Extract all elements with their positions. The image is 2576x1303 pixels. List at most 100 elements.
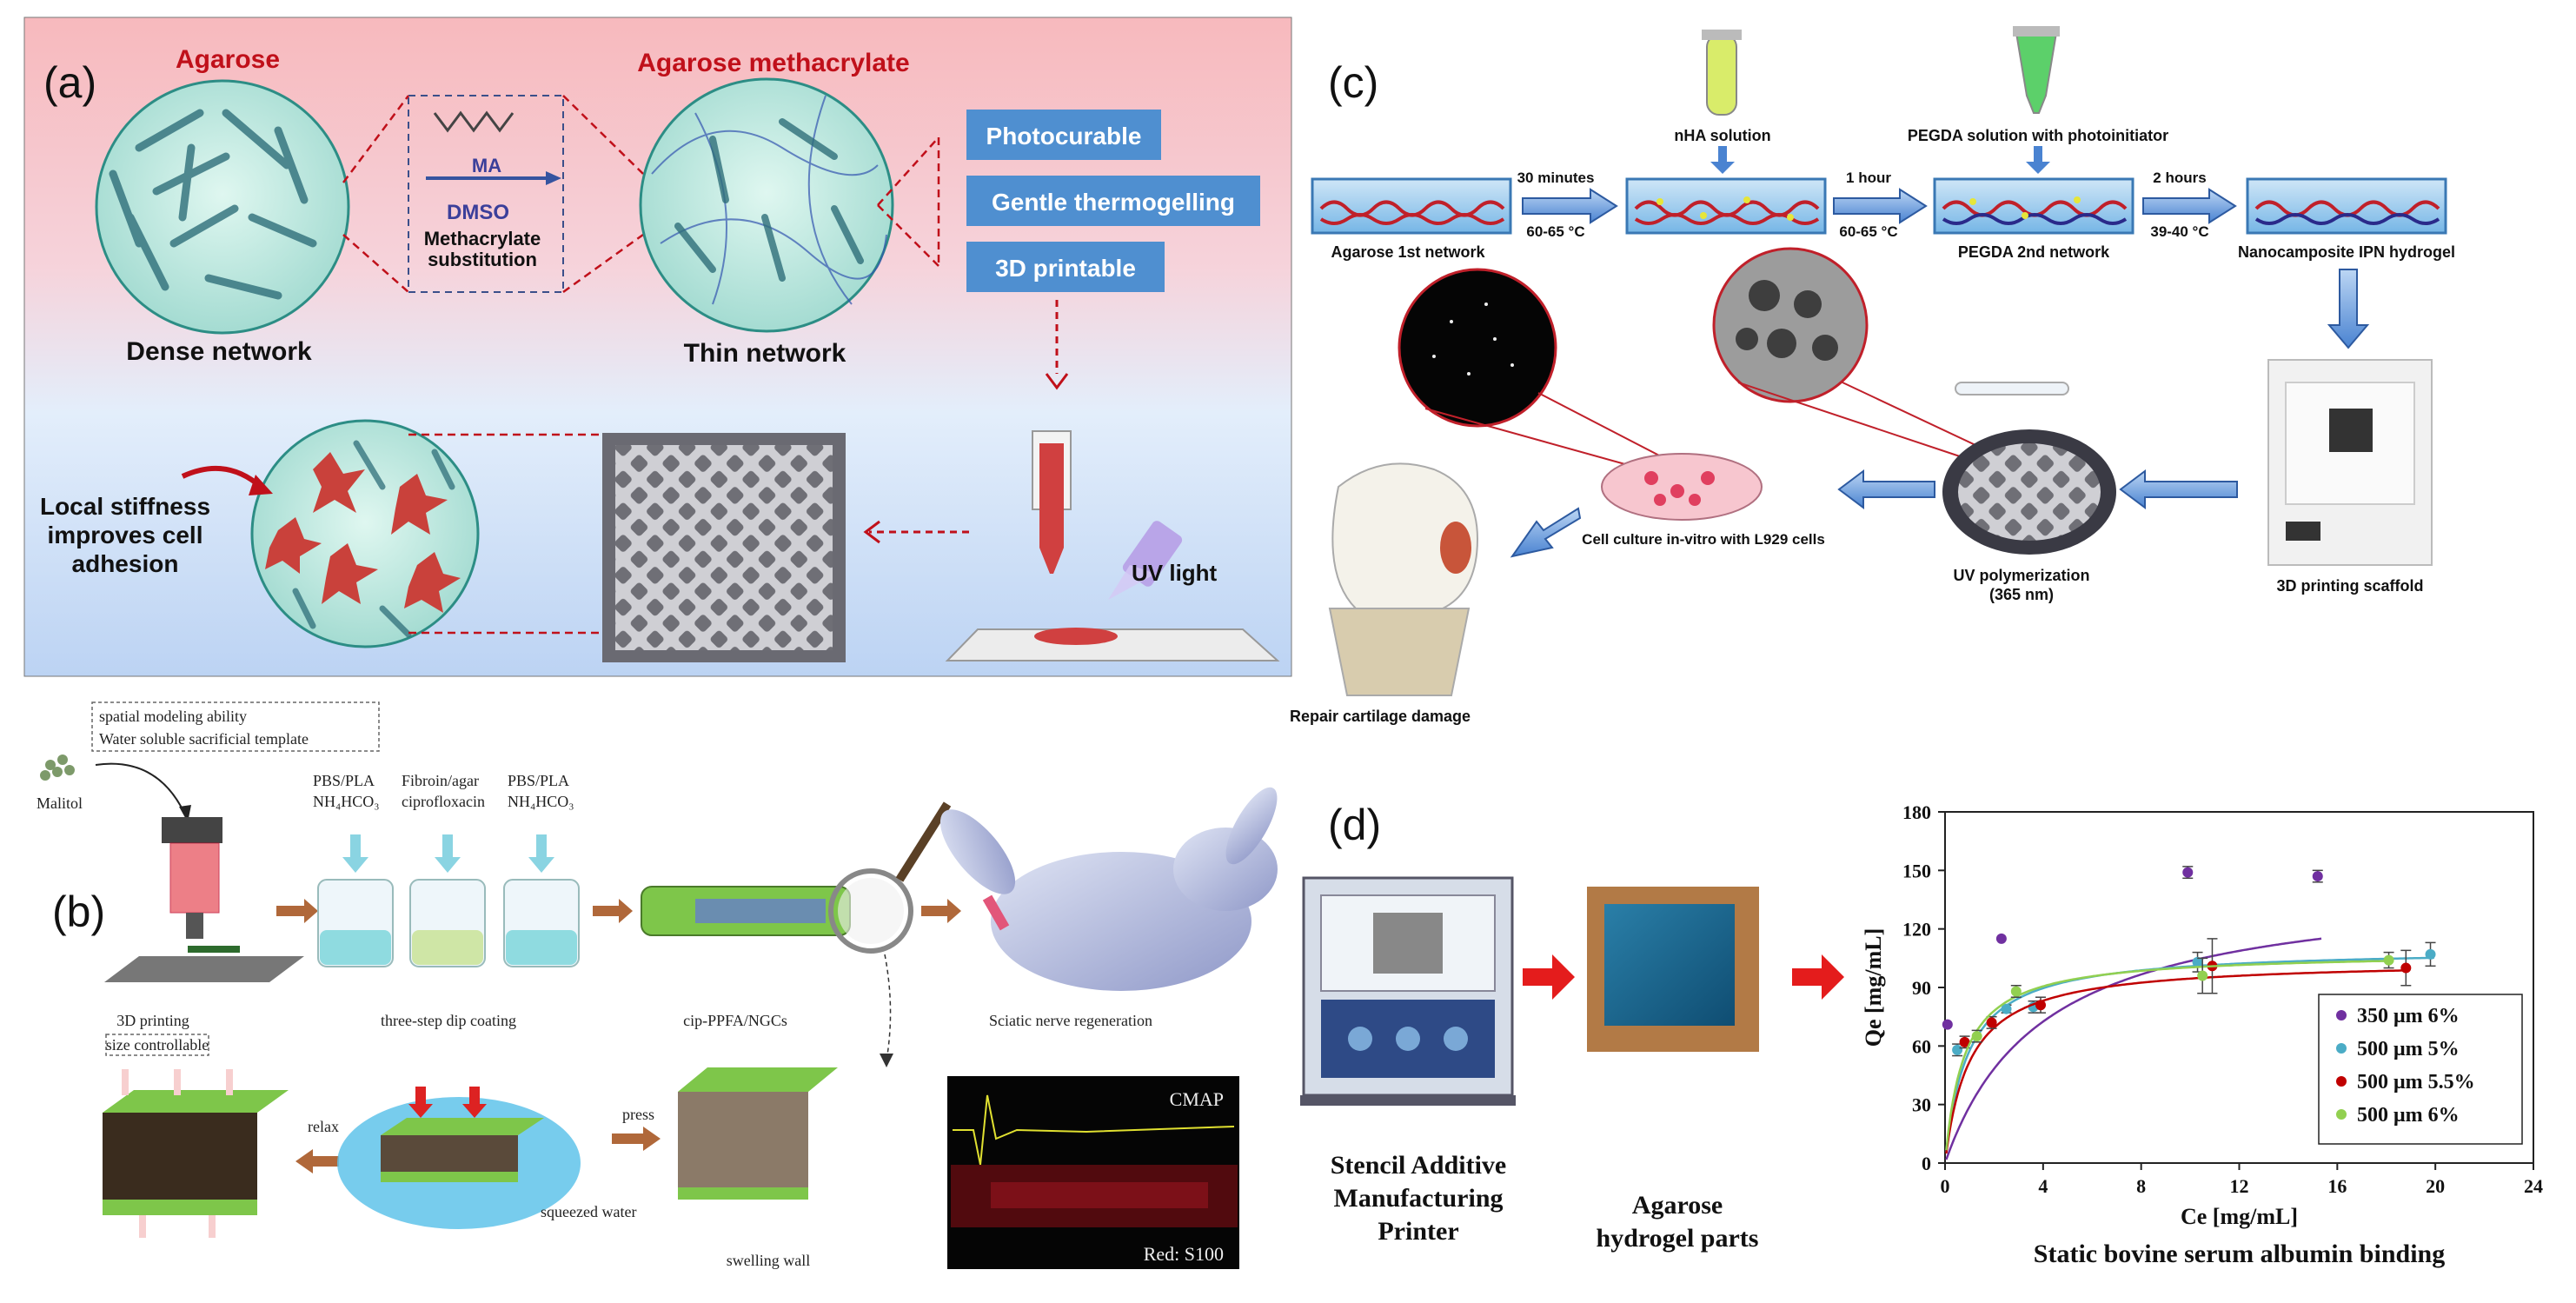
legend-label-1: 350 μm 6%: [2357, 1005, 2460, 1027]
relax-label: relax: [308, 1118, 339, 1135]
cell-adhesion-sphere: [250, 419, 480, 648]
local-stiffness-label-3: adhesion: [72, 550, 179, 577]
uv-light-label: UV light: [1132, 560, 1218, 586]
stencil-label-3: Printer: [1378, 1217, 1458, 1246]
stencil-printer: [1300, 876, 1516, 1106]
hydrogel-photo: [1587, 887, 1759, 1052]
uv-polymerization-label-2: (365 nm): [1989, 586, 2054, 603]
press-label: press: [622, 1106, 654, 1123]
arrow-relax: [295, 1149, 339, 1173]
data-point-series-4: [2010, 986, 2022, 997]
swelling-label: swelling wall: [727, 1252, 811, 1269]
cmap-label: CMAP: [1170, 1088, 1224, 1110]
dish-ipn: [2246, 177, 2447, 235]
swelling-membrane: [678, 1067, 838, 1200]
data-point-series-2: [2192, 956, 2203, 967]
nha-tube: [1702, 30, 1742, 116]
data-point-series-3: [1986, 1017, 1997, 1028]
data-point-series-1: [1942, 1019, 1953, 1030]
chart-title: Static bovine serum albumin binding: [2034, 1240, 2445, 1268]
dip-coating-label: three-step dip coating: [381, 1012, 516, 1029]
data-point-series-1: [1995, 933, 2007, 944]
fluorescence-inset: [1398, 268, 1687, 477]
knee-joint: [1328, 462, 1479, 696]
ma-reaction-box: [408, 95, 564, 293]
x-tick-label: 8: [2136, 1175, 2146, 1197]
arrow-d-2: [1792, 954, 1844, 1000]
fit-curve-series-4: [1945, 960, 2393, 1151]
legend-marker-3: [2336, 1076, 2347, 1087]
cipro-label: ciprofloxacin: [402, 793, 485, 810]
ngc-label: cip-PPFA/NGCs: [683, 1012, 787, 1029]
arrow-b-2: [593, 899, 633, 923]
x-tick-label: 4: [2038, 1175, 2048, 1197]
data-point-series-4: [1971, 1031, 1982, 1042]
methacrylate-label-2: substitution: [428, 249, 537, 270]
y-tick-label: 180: [1902, 801, 1931, 823]
pegda-network-label: PEGDA 2nd network: [1958, 243, 2110, 261]
panel-d-label: (d): [1328, 801, 1381, 849]
cmap-image: [947, 1076, 1239, 1269]
y-tick-label: 30: [1912, 1094, 1931, 1116]
uv-scaffold: [1942, 382, 2116, 555]
printing-scaffold-label: 3D printing scaffold: [2276, 577, 2423, 595]
y-tick-label: 120: [1902, 919, 1931, 941]
fit-curve-series-3: [1945, 969, 2410, 1154]
nha-label: nHA solution: [1674, 127, 1770, 144]
y-tick-label: 90: [1912, 977, 1931, 999]
dense-network-sphere: [95, 79, 350, 335]
dmso-label: DMSO: [447, 201, 509, 224]
s100-label: Red: S100: [1144, 1243, 1224, 1265]
panel-a-label: (a): [43, 58, 96, 107]
arrow-b-1: [276, 899, 318, 923]
cell-culture-label: Cell culture in-vitro with L929 cells: [1582, 531, 1825, 548]
dish-pegda: [1933, 177, 2134, 235]
legend-box: [2318, 994, 2523, 1145]
pressed-membrane: [337, 1087, 581, 1229]
legend-label-2: 500 μm 5%: [2357, 1038, 2460, 1060]
x-tick-label: 12: [2230, 1175, 2249, 1197]
data-point-series-3: [2400, 962, 2412, 974]
data-point-series-3: [2035, 1000, 2047, 1011]
data-point-series-4: [2383, 954, 2394, 966]
pbs-label-1: PBS/PLA: [313, 772, 375, 789]
panel-b-label: (b): [52, 888, 105, 936]
agarose-network-label: Agarose 1st network: [1331, 243, 1485, 261]
process-arrows: [1510, 188, 2370, 558]
temp-2: 60-65 °C: [1839, 223, 1897, 240]
legend-marker-4: [2336, 1109, 2347, 1120]
ipn-hydrogel-label: Nanocamposite IPN hydrogel: [2238, 243, 2455, 261]
repair-label: Repair cartilage damage: [1290, 708, 1471, 725]
pbs-label-2: PBS/PLA: [508, 772, 569, 789]
legend-marker-1: [2336, 1010, 2347, 1020]
thermogelling-box: [966, 176, 1260, 226]
panel-a: (a) Agarose Agarose methacrylate Dense n…: [23, 17, 1292, 677]
nh-label-2: NH₄HCO₃: [508, 793, 574, 810]
panel-b: (b) spatial modeling ability Water solub…: [37, 701, 1278, 1269]
dish-agarose: [1311, 177, 1512, 235]
note-1: spatial modeling ability: [99, 708, 247, 725]
size-label: size controllable: [106, 1036, 209, 1054]
relaxed-membrane: [103, 1069, 289, 1238]
local-stiffness-label-1: Local stiffness: [40, 493, 210, 520]
x-tick-label: 24: [2524, 1175, 2543, 1197]
methacrylate-label-1: Methacrylate: [424, 228, 541, 249]
time-3: 2 hours: [2153, 170, 2206, 186]
temp-1: 60-65 °C: [1526, 223, 1584, 240]
printing-label: 3D printing: [116, 1012, 189, 1029]
nerve-conduit: [641, 801, 952, 954]
photocurable-box: [966, 110, 1161, 160]
malitol-particles: [40, 755, 75, 781]
y-axis-label: Qe [mg/mL]: [1861, 928, 1886, 1047]
data-point-series-2: [2001, 1003, 2012, 1014]
legend-marker-2: [2336, 1043, 2347, 1054]
ma-label: MA: [472, 155, 501, 176]
agarose-parts-label-2: hydrogel parts: [1597, 1224, 1759, 1253]
uv-polymerization-label-1: UV polymerization: [1953, 567, 2089, 584]
beaker-arrows: [342, 834, 554, 873]
sem-inset: [1712, 247, 1991, 462]
3d-printer: [2267, 359, 2433, 566]
data-point-series-2: [2425, 948, 2436, 960]
